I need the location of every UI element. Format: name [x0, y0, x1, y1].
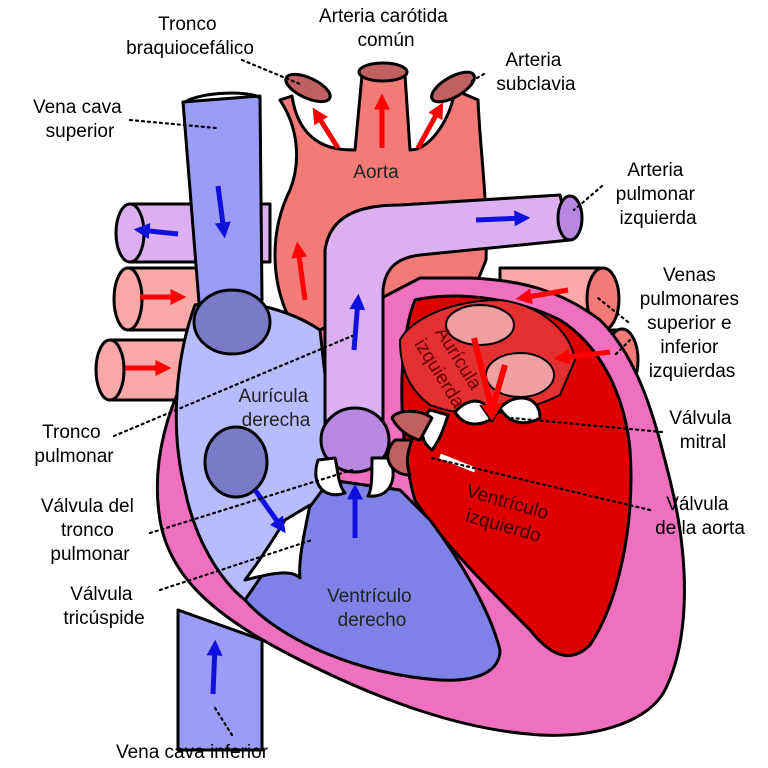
label-tronco-pulmonar: Tronco pulmonar — [34, 422, 114, 467]
arrow-vein-right-upper — [515, 287, 569, 305]
arrow-ivc — [206, 639, 223, 695]
arrow-pa-right — [475, 210, 531, 227]
leader-lines — [112, 58, 664, 737]
label-valvula-mitral: Válvula mitral — [669, 408, 737, 453]
label-ventriculo-derecho: Ventrículo derecho — [327, 586, 417, 631]
label-valvula-tronco-pulmonar: Válvula del tronco pulmonar — [41, 496, 139, 565]
label-arteria-carotida: Arteria carótida común — [319, 6, 453, 51]
arrow-brachiocephalic — [312, 107, 341, 150]
label-auricula-derecha: Aurícula derecha — [239, 386, 314, 431]
arrow-ra-to-rv — [252, 488, 286, 534]
arrow-vein-right-lower — [553, 348, 611, 365]
arrow-trunk — [349, 293, 366, 351]
arrow-subclavian — [415, 102, 444, 150]
label-arteria-subclavia: Arteria subclavia — [496, 50, 576, 95]
label-vena-cava-inferior: Vena cava inferior — [116, 742, 269, 763]
arrow-pa-left — [133, 223, 179, 239]
label-valvula-tricuspide: Válvula tricúspide — [63, 584, 144, 629]
flow-arrows-blue — [133, 185, 531, 695]
label-venas-pulmonares: Venas pulmonares superior e inferior izq… — [640, 265, 745, 382]
flow-arrows-red — [125, 93, 611, 377]
left-heart — [398, 294, 633, 658]
label-aorta: Aorta — [353, 162, 399, 183]
pulmonary-trunk — [319, 193, 584, 474]
label-tronco-braquiocefalico: Tronco braquiocefálico — [126, 14, 254, 59]
label-arteria-pulmonar-izquierda: Arteria pulmonar izquierda — [616, 160, 701, 229]
arrow-svc — [214, 185, 231, 239]
label-valvula-aorta: Válvula de la aorta — [655, 494, 745, 539]
label-vena-cava-superior: Vena cava superior — [33, 97, 127, 142]
arrow-aorta — [291, 241, 308, 301]
